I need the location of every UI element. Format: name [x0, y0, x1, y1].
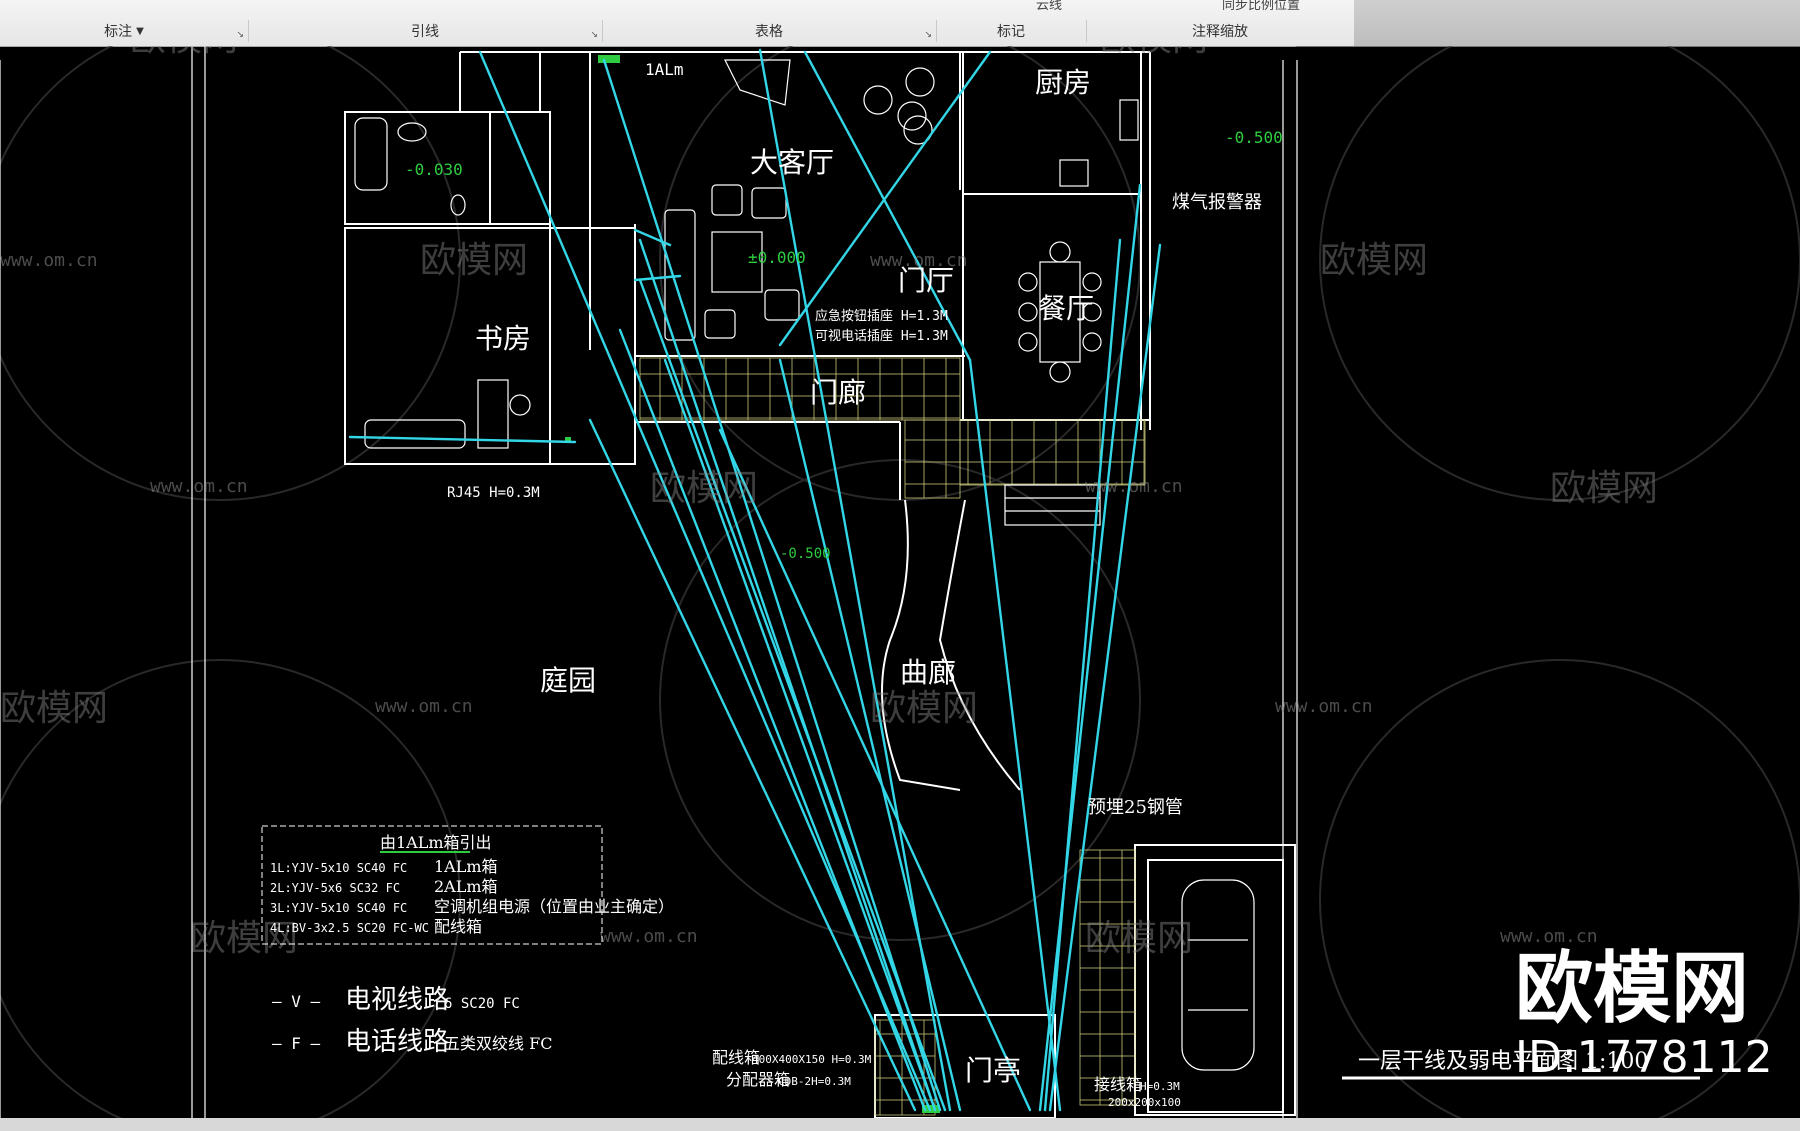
watermark-brand: 欧模网	[1100, 46, 1208, 59]
legend-row-3-code: 3L:YJV-5x10 SC40 FC	[270, 901, 407, 915]
watermark-brand: 欧模网	[1085, 918, 1193, 959]
watermark-logo: 欧模网 ID:1778112	[1515, 944, 1773, 1083]
panel-launcher-icon[interactable]: ↘	[590, 30, 598, 40]
watermark-brand: 欧模网	[0, 688, 108, 729]
watermark-layer: 欧模网 欧模网 欧模网 欧模网 欧模网 欧模网 欧模网 欧模网 欧模网 欧模网 …	[0, 46, 1658, 959]
room-labels: 厨房 大客厅 门厅 餐厅 书房 门廊 庭园 曲廊 门亭	[475, 66, 1094, 1087]
wiring-lines	[348, 48, 1162, 1112]
steel-pipe-label: 预埋25钢管	[1088, 797, 1183, 818]
cable-legend: 由1ALm箱引出 1L:YJV-5x10 SC40 FC 1ALm箱 2L:YJ…	[261, 825, 674, 1057]
annotations: 1ALm -0.030 -0.500 ±0.000 -0.500 煤气报警器 应…	[405, 60, 1283, 1109]
watermark-brand: 欧模网	[1550, 468, 1658, 509]
watermark-url: www.om.cn	[870, 250, 968, 271]
drawing-title-block: 一层干线及弱电平面图 1:100	[1342, 1049, 1700, 1080]
room-label-foyer: 门厅	[898, 264, 954, 297]
level-kitchen: -0.500	[1225, 128, 1283, 147]
ribbon-panel-table[interactable]: 表格 ↘	[602, 20, 937, 42]
room-label-garden: 庭园	[540, 664, 596, 697]
legend-title: 由1ALm箱引出	[380, 833, 492, 852]
watermark-url: www.om.cn	[375, 696, 473, 717]
watermark-brand: 欧模网	[130, 46, 238, 59]
watermark-logo-id: ID:1778112	[1515, 1032, 1773, 1083]
panel-markers	[565, 55, 940, 1113]
room-label-gatehouse: 门亭	[965, 1054, 1021, 1087]
ribbon-panel-annotation-scale-label: 注释缩放	[1192, 24, 1248, 40]
watermark-url: www.om.cn	[150, 476, 248, 497]
legend-row-1-code: 1L:YJV-5x10 SC40 FC	[270, 861, 407, 875]
legend-phone-label: 电话线路	[345, 1027, 449, 1057]
legend-row-1-desc: 1ALm箱	[434, 857, 498, 876]
legend-phone-symbol: — F —	[272, 1034, 321, 1053]
socket-label-1: 应急按钮插座 H=1.3M	[815, 308, 948, 324]
room-label-porch: 门廊	[810, 376, 866, 409]
legend-row-2-code: 2L:YJV-5x6 SC32 FC	[270, 881, 400, 895]
rj45-label: RJ45 H=0.3M	[447, 485, 540, 501]
chevron-down-icon[interactable]: ▼	[136, 25, 144, 37]
distribution-box-spec: 400X400X150 H=0.3M	[752, 1053, 872, 1066]
ribbon-panel-markup[interactable]: 标记	[936, 20, 1087, 42]
watermark-brand: 欧模网	[650, 468, 758, 509]
distribution-box-label: 配线箱	[712, 1048, 760, 1067]
ribbon-panel-dimension-label: 标注	[104, 24, 133, 40]
panel-tag: 1ALm	[645, 60, 684, 79]
ribbon-panel-leader[interactable]: 引线 ↘	[248, 20, 603, 42]
status-bar-strip	[0, 1118, 1800, 1131]
legend-row-4-desc: 配线箱	[434, 917, 482, 936]
watermark-url: www.om.cn	[1275, 696, 1373, 717]
ribbon-panel-markup-label: 标记	[997, 24, 1025, 40]
room-label-corridor: 曲廊	[900, 656, 956, 689]
room-label-study: 书房	[475, 322, 531, 355]
legend-phone-spec: 五类双绞线 FC	[444, 1034, 552, 1053]
furniture	[354, 59, 1255, 1071]
room-label-kitchen: 厨房	[1035, 66, 1091, 99]
drawing-title: 一层干线及弱电平面图 1:100	[1358, 1049, 1648, 1074]
cad-drawing-canvas[interactable]: 欧模网 欧模网 欧模网 欧模网 欧模网 欧模网 欧模网 欧模网 欧模网 欧模网 …	[0, 46, 1800, 1118]
junction-box-label: 接线箱	[1094, 1075, 1142, 1094]
tile-floors	[639, 357, 1146, 1116]
watermark-brand: 欧模网	[870, 688, 978, 729]
watermark-url: www.om.cn	[1085, 476, 1183, 497]
legend-tv-spec: 6 SC20 FC	[444, 996, 520, 1012]
gas-alarm-label: 煤气报警器	[1172, 192, 1262, 213]
room-label-dining: 餐厅	[1038, 292, 1094, 325]
watermark-logo-brand: 欧模网	[1515, 944, 1749, 1034]
watermark-brand: 欧模网	[420, 240, 528, 281]
ribbon-panel-dimension[interactable]: 标注 ▼ ↘	[0, 20, 249, 42]
splitter-box-spec: CDB-2H=0.3M	[778, 1075, 851, 1088]
ribbon-panel-table-label: 表格	[755, 24, 783, 40]
level-garden: -0.500	[780, 546, 831, 562]
splitter-box-label: 分配器箱	[726, 1070, 790, 1089]
legend-tv-symbol: — V —	[272, 992, 321, 1011]
watermark-url: www.om.cn	[600, 926, 698, 947]
ribbon-panel-annotation-scale[interactable]: 注释缩放	[1086, 20, 1355, 42]
legend-row-4-code: 4L:BV-3x2.5 SC20 FC-WC	[270, 921, 429, 935]
ribbon-empty-area	[1354, 0, 1800, 46]
ribbon-panel-leader-label: 引线	[411, 24, 439, 40]
watermark-url: www.om.cn	[1436, 46, 1534, 50]
level-living: ±0.000	[748, 248, 806, 267]
panel-launcher-icon[interactable]: ↘	[924, 30, 932, 40]
panel-launcher-icon[interactable]: ↘	[236, 30, 244, 40]
watermark-brand: 欧模网	[190, 918, 298, 959]
room-label-living: 大客厅	[750, 146, 834, 179]
legend-row-2-desc: 2ALm箱	[434, 877, 498, 896]
watermark-url: www.om.cn	[0, 250, 98, 271]
ribbon-fragment-revcloud[interactable]: 云线	[1036, 0, 1063, 13]
watermark-brand: 欧模网	[1320, 240, 1428, 281]
level-bath: -0.030	[405, 160, 463, 179]
ribbon: 云线 同步比例位置 标注 ▼ ↘ 引线 ↘ 表格 ↘ 标记 注释缩放	[0, 0, 1800, 47]
legend-row-3-desc: 空调机组电源（位置由业主确定）	[434, 897, 674, 916]
socket-label-2: 可视电话插座 H=1.3M	[815, 329, 948, 344]
legend-tv-label: 电视线路	[345, 985, 449, 1015]
ribbon-fragment-sync[interactable]: 同步比例位置	[1222, 0, 1301, 13]
junction-box-h: H=0.3M	[1140, 1080, 1180, 1093]
junction-box-size: 200x200x100	[1108, 1096, 1181, 1109]
watermark-url: www.om.cn	[1500, 926, 1598, 947]
